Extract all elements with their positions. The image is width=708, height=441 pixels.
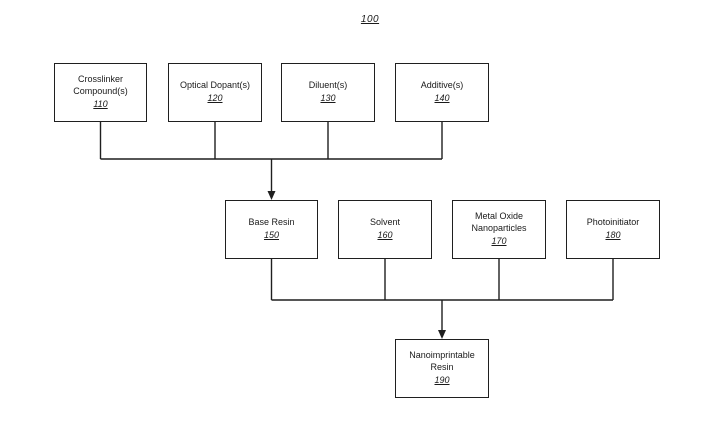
box-ref: 110	[93, 98, 108, 109]
box-base-resin: Base Resin 150	[225, 200, 318, 259]
box-optical-dopants: Optical Dopant(s) 120	[168, 63, 262, 122]
box-ref: 180	[605, 230, 621, 240]
box-photoinitiator: Photoinitiator 180	[566, 200, 660, 259]
box-ref: 190	[434, 374, 450, 385]
box-diluents: Diluent(s) 130	[281, 63, 375, 122]
box-crosslinker-compounds: Crosslinker Compound(s) 110	[54, 63, 147, 122]
box-label: Diluent(s)	[308, 80, 348, 91]
box-ref: 130	[320, 93, 336, 103]
box-label: Base Resin	[248, 217, 295, 228]
box-ref: 150	[263, 230, 280, 240]
box-label: Solvent	[369, 217, 401, 228]
box-ref: 160	[377, 230, 393, 240]
box-label: Additive(s)	[420, 80, 464, 91]
box-label: Nanoimprintable Resin	[409, 350, 475, 373]
box-metal-oxide-nanoparticles: Metal Oxide Nanoparticles 170	[452, 200, 546, 259]
box-nanoimprintable-resin: Nanoimprintable Resin 190	[395, 339, 489, 398]
box-label: Crosslinker Compound(s)	[73, 74, 128, 97]
box-ref: 170	[491, 235, 507, 246]
box-label: Metal Oxide Nanoparticles	[471, 211, 527, 234]
box-label: Photoinitiator	[586, 217, 640, 228]
box-ref: 120	[207, 93, 223, 103]
figure-number-label: 100	[360, 14, 380, 25]
box-label: Optical Dopant(s)	[179, 80, 251, 91]
box-solvent: Solvent 160	[338, 200, 432, 259]
box-additives: Additive(s) 140	[395, 63, 489, 122]
box-ref: 140	[434, 93, 450, 103]
